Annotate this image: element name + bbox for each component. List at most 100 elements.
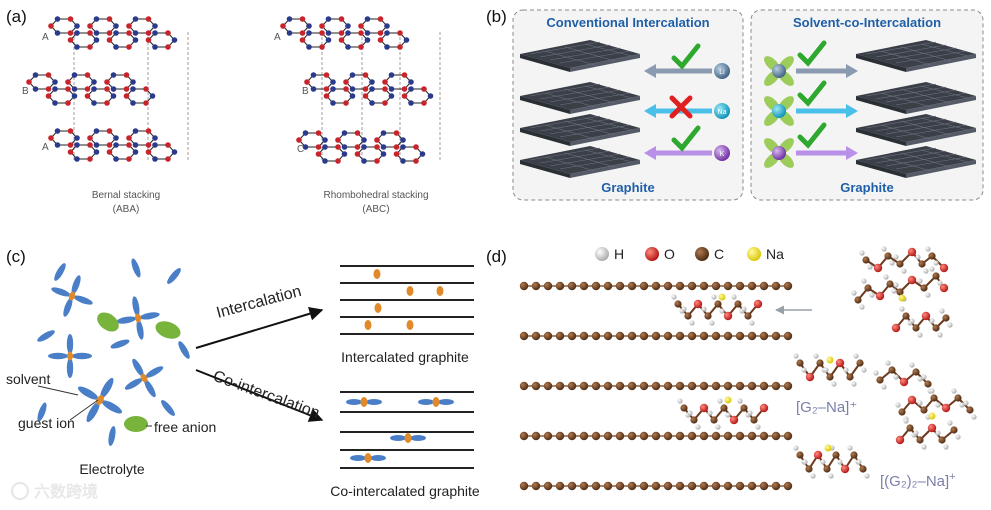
oxygen-atom xyxy=(729,415,739,425)
carbon-atom xyxy=(74,23,80,29)
carbon-atom xyxy=(45,72,52,78)
check-icon xyxy=(797,122,827,149)
carbon-atom xyxy=(48,135,54,141)
carbon-atom xyxy=(330,79,336,85)
na-arrowhead xyxy=(644,104,656,118)
carbon-atom xyxy=(896,260,904,268)
hydrogen-atom xyxy=(793,353,799,359)
carbon-atom xyxy=(615,431,625,441)
hydrogen-atom xyxy=(820,459,826,465)
hexagon-ring xyxy=(47,88,76,104)
hydrogen-atom xyxy=(813,353,819,359)
g2-2-na-label: [(G₂)₂–Na] xyxy=(880,473,949,490)
solvent-molecule xyxy=(48,352,68,360)
carbon-atom xyxy=(805,465,813,473)
carbon-atom xyxy=(380,130,387,136)
solvent-molecule xyxy=(101,400,123,414)
hydrogen-atom xyxy=(717,398,723,404)
carbon-atom xyxy=(87,44,93,50)
carbon-atom xyxy=(675,381,685,391)
carbon-atom xyxy=(343,79,349,85)
carbon-atom xyxy=(750,416,758,424)
hydrogen-atom xyxy=(709,320,715,326)
carbon-atom xyxy=(93,149,100,155)
carbon-atom xyxy=(771,431,781,441)
carbon-atom xyxy=(850,451,858,459)
hydrogen-atom xyxy=(873,370,879,376)
carbon-atom xyxy=(145,30,152,36)
carbon-atom xyxy=(388,72,395,78)
hydrogen-atom xyxy=(925,246,931,252)
carbon-atom xyxy=(401,72,408,78)
carbon-atom xyxy=(374,144,380,150)
carbon-atom xyxy=(759,281,769,291)
hydrogen-atom xyxy=(943,444,949,450)
carbon-atom xyxy=(74,135,80,141)
carbon-atom xyxy=(93,30,100,36)
carbon-atom xyxy=(567,431,577,441)
carbon-atom xyxy=(884,252,892,260)
hydrogen-atom xyxy=(947,322,953,328)
panel-d: (d) H O C Na [G₂–Na]⁺ [(G₂)₂–Na]+ xyxy=(486,246,977,491)
hydrogen-atom xyxy=(881,246,887,252)
guest-ion xyxy=(67,351,73,361)
carbon-atom xyxy=(362,72,369,78)
carbon-atom xyxy=(52,86,58,92)
carbon-atom xyxy=(397,44,403,50)
carbon-atom xyxy=(322,144,328,150)
carbon-atom xyxy=(711,281,721,291)
carbon-atom xyxy=(67,30,74,36)
carbon-atom xyxy=(603,381,613,391)
carbon-atom xyxy=(165,30,171,36)
carbon-atom xyxy=(783,281,793,291)
check-icon xyxy=(671,125,701,152)
hexagon-ring xyxy=(108,32,137,48)
carbon-atom xyxy=(627,431,637,441)
check-icon xyxy=(797,40,827,67)
carbon-atom xyxy=(388,93,395,99)
carbon-atom xyxy=(382,86,388,92)
hydrogen-atom xyxy=(747,410,753,416)
solvent-molecule xyxy=(161,400,175,416)
hydrogen-atom xyxy=(939,308,945,314)
carbon-atom xyxy=(920,406,928,414)
hydrogen-atom xyxy=(793,445,799,451)
carbon-atom xyxy=(413,144,419,150)
carbon-atom xyxy=(338,37,345,43)
carbon-atom xyxy=(106,30,113,36)
solvent-molecule xyxy=(54,263,66,281)
carbon-atom xyxy=(113,142,119,148)
carbon-atom xyxy=(323,93,330,99)
carbon-atom xyxy=(354,130,361,136)
carbon-atom xyxy=(711,381,721,391)
solvated-ion xyxy=(51,275,93,317)
hydrogen-atom xyxy=(843,367,849,373)
carbon-atom xyxy=(126,135,132,141)
carbon-atom xyxy=(87,135,93,141)
carbon-atom xyxy=(639,381,649,391)
carbon-atom xyxy=(699,481,709,491)
carbon-atom xyxy=(310,86,317,92)
carbon-atom xyxy=(408,79,414,85)
carbon-atom xyxy=(519,481,529,491)
carbon-atom xyxy=(615,381,625,391)
carbon-atom xyxy=(330,86,336,92)
carbon-atom xyxy=(723,381,733,391)
carbon-atom xyxy=(400,137,406,143)
carbon-atom xyxy=(938,436,946,444)
carbon-atom xyxy=(403,37,410,43)
oxygen-atom xyxy=(873,263,883,273)
carbon-atom xyxy=(723,331,733,341)
carbon-atom xyxy=(145,37,152,43)
hydrogen-atom xyxy=(689,320,695,326)
sodium-ion xyxy=(718,293,726,301)
layer-label-right-2: B xyxy=(302,86,309,97)
carbon-atom xyxy=(310,72,317,78)
solvent-molecule xyxy=(86,401,100,423)
hydrogen-atom xyxy=(681,306,687,312)
carbon-atom xyxy=(91,86,97,92)
hexagon-ring xyxy=(50,130,78,146)
na-ion-label: Na xyxy=(718,109,727,116)
solvent-label: solvent xyxy=(6,371,50,387)
oxygen-atom xyxy=(907,247,917,257)
